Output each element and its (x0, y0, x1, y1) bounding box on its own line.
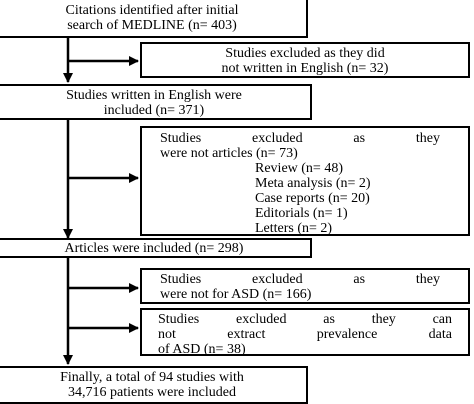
box-line: Studies excluded as they (160, 272, 440, 287)
box-articles-included: Articles were included (n= 298) (0, 238, 312, 258)
box-line: not written in English (n= 32) (221, 61, 389, 76)
list-item: Meta analysis (n= 2) (255, 176, 371, 191)
excluded-not-asd-heading: Studies excluded as they (160, 272, 440, 287)
box-line: of ASD (n= 38) (158, 342, 246, 357)
box-excluded-not-articles: Studies excluded as they were not articl… (140, 126, 470, 236)
box-excluded-no-prevalence: Studies excluded as they can not extract… (140, 308, 470, 357)
list-item: Editorials (n= 1) (255, 206, 348, 221)
list-item: Case reports (n= 20) (255, 191, 370, 206)
excluded-no-prevalence-heading: Studies excluded as they can not extract… (158, 312, 452, 342)
box-final-included: Finally, a total of 94 studies with 34,7… (0, 366, 308, 404)
box-citations-identified: Citations identified after initial searc… (0, 0, 308, 38)
box-line: Studies written in English were (66, 88, 242, 103)
box-line: included (n= 371) (103, 103, 205, 118)
box-line: not extract prevalence data (158, 327, 452, 342)
box-excluded-not-english: Studies excluded as they did not written… (140, 42, 470, 78)
list-item: Letters (n= 2) (255, 221, 333, 236)
exclusion-breakdown-list: Review (n= 48) Meta analysis (n= 2) Case… (160, 161, 440, 236)
box-line: Studies excluded as they can (158, 312, 452, 327)
box-line: 34,716 patients were included (68, 385, 236, 400)
box-line: Studies excluded as they did (225, 46, 385, 61)
box-line: were not for ASD (n= 166) (160, 287, 312, 302)
box-line: search of MEDLINE (n= 403) (67, 18, 237, 33)
box-line: Studies excluded as they (160, 131, 440, 146)
box-line: were not articles (n= 73) (160, 146, 298, 161)
box-line: Citations identified after initial (65, 3, 239, 18)
box-excluded-not-asd: Studies excluded as they were not for AS… (140, 268, 470, 304)
list-item: Review (n= 48) (255, 161, 343, 176)
box-line: Finally, a total of 94 studies with (60, 370, 244, 385)
box-english-included: Studies written in English were included… (0, 84, 312, 120)
box-line: Articles were included (n= 298) (64, 241, 244, 256)
excluded-not-articles-heading: Studies excluded as they (160, 131, 440, 146)
